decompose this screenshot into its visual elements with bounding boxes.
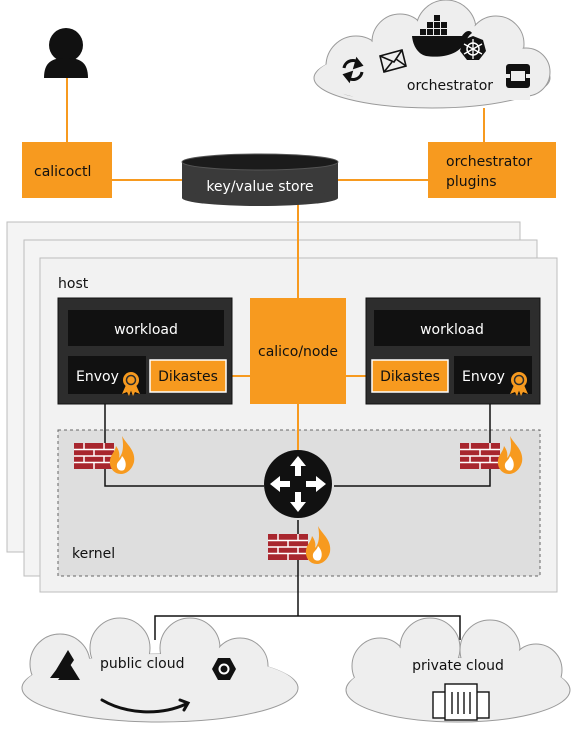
docker-icon (412, 15, 472, 57)
workload-right-box (374, 310, 530, 346)
workload-left-label: workload (114, 322, 178, 338)
public-cloud: public cloud (21, 617, 299, 723)
dikastes-right-box (371, 359, 449, 393)
aws-icon (100, 698, 191, 714)
private-cloud-label: private cloud (412, 658, 504, 674)
kv-store-label: key/value store (206, 179, 313, 195)
private-cloud: private cloud (345, 617, 571, 723)
dikastes-right-label: Dikastes (380, 369, 440, 385)
user-icon (44, 28, 88, 78)
kernel-label: kernel (72, 546, 115, 562)
orchestrator-plugins-label-2: plugins (446, 174, 497, 190)
servers-icon (432, 683, 490, 721)
envoy-left-label: Envoy (76, 369, 119, 385)
orchestrator-label: orchestrator (407, 78, 493, 94)
gcp-icon (212, 658, 236, 680)
sync-icon (342, 56, 364, 84)
public-cloud-label: public cloud (100, 656, 185, 672)
calicoctl-label: calicoctl (34, 164, 91, 180)
workload-left-box (68, 310, 224, 346)
orchestrator-cloud: orchestrator (313, 0, 551, 109)
dikastes-left-label: Dikastes (158, 369, 218, 385)
database-icon (181, 153, 339, 206)
router-icon (264, 450, 332, 518)
orchestrator-plugins-box (428, 142, 556, 198)
azure-icon (50, 650, 80, 680)
workload-right-label: workload (420, 322, 484, 338)
openstack-icon (506, 64, 530, 88)
host-label: host (58, 276, 89, 292)
dikastes-left-box (149, 359, 227, 393)
calico-node-box (250, 298, 346, 404)
calicoctl-box (22, 142, 112, 198)
mail-icon (379, 49, 407, 73)
kubernetes-icon (460, 36, 486, 60)
orchestrator-plugins-label-1: orchestrator (446, 154, 532, 170)
envoy-right-label: Envoy (462, 369, 505, 385)
calico-node-label: calico/node (258, 344, 338, 360)
